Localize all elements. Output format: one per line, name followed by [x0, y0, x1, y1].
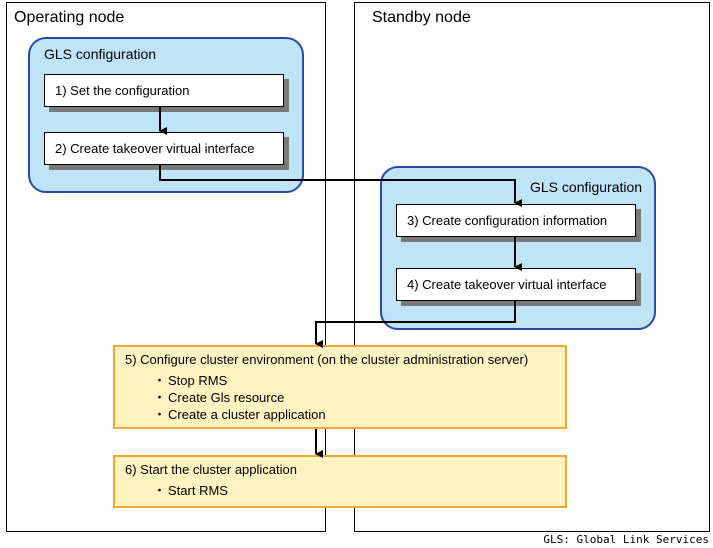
step-6-title: 6) Start the cluster application	[125, 462, 297, 477]
step-3-box: 3) Create configuration information	[396, 204, 636, 237]
gls-configuration-operating	[28, 37, 304, 193]
gls-configuration-standby	[380, 166, 656, 330]
step-5-item: Stop RMS	[153, 372, 326, 389]
arrow-step2-to-step3	[159, 165, 522, 207]
step-6-items: Start RMS	[153, 482, 228, 499]
arrow-step4-to-step5	[315, 301, 516, 348]
operating-node-title: Operating node	[14, 9, 125, 26]
step-6-box: 6) Start the cluster application Start R…	[113, 455, 567, 508]
step-3-label: 3) Create configuration information	[407, 213, 608, 228]
step-5-item: Create Gls resource	[153, 389, 326, 406]
step-5-box: 5) Configure cluster environment (on the…	[113, 345, 567, 429]
gls-configuration-standby-title: GLS configuration	[530, 179, 643, 195]
step-2-box: 2) Create takeover virtual interface	[44, 132, 284, 165]
step-5-items: Stop RMS Create Gls resource Create a cl…	[153, 372, 326, 423]
step-5-item: Create a cluster application	[153, 406, 326, 423]
step-1-label: 1) Set the configuration	[55, 83, 190, 98]
step-1-box: 1) Set the configuration	[44, 74, 284, 107]
gls-configuration-operating-title: GLS configuration	[44, 46, 157, 62]
standby-node-title: Standby node	[372, 9, 471, 26]
step-5-title: 5) Configure cluster environment (on the…	[125, 352, 529, 367]
footnote: GLS: Global Link Services	[543, 533, 709, 546]
step-2-label: 2) Create takeover virtual interface	[55, 141, 255, 156]
step-6-item: Start RMS	[153, 482, 228, 499]
step-4-box: 4) Create takeover virtual interface	[396, 268, 636, 301]
step-4-label: 4) Create takeover virtual interface	[407, 277, 607, 292]
